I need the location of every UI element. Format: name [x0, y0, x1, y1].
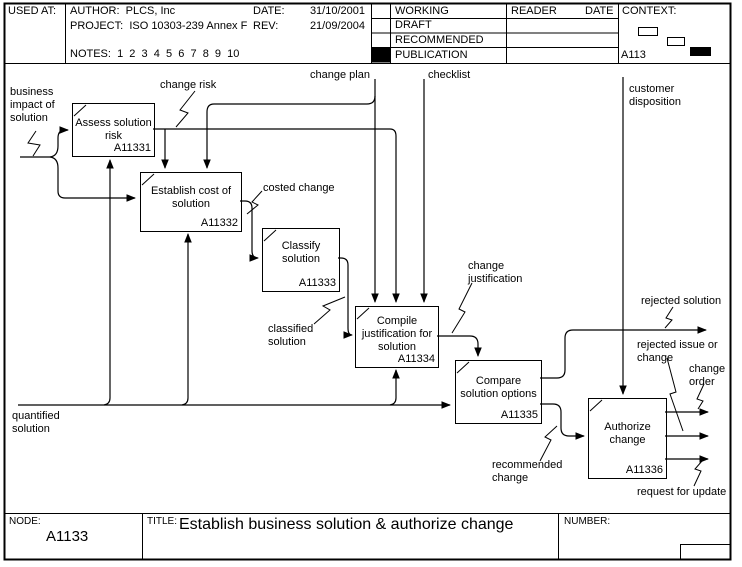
rev-value: 21/09/2004: [309, 20, 365, 32]
node-value: A1133: [46, 528, 89, 545]
label-change-justification: change justification: [468, 260, 523, 285]
activity-label: Establish cost of solution: [150, 185, 232, 210]
label-classified-solution: classified solution: [268, 323, 314, 348]
reader-date-label: DATE: [585, 5, 614, 17]
arrow-quantified-to-compile-bottom: [389, 369, 400, 406]
leader-change-order: [696, 383, 705, 410]
activity-box-establish-cost: Establish cost of solution A11332: [140, 172, 242, 232]
node-label: NODE:: [9, 516, 41, 527]
label-rejected-solution: rejected solution: [641, 295, 722, 307]
activity-box-assess-solution-risk: Assess solution risk A11331: [72, 103, 155, 157]
label-leaders: [27, 90, 705, 487]
date-label: DATE:: [253, 5, 285, 17]
activity-id: A11335: [500, 409, 538, 421]
arrow-quantified-to-establish-bottom: [181, 233, 192, 406]
notes-value: 1 2 3 4 5 6 7 8 9 10: [117, 48, 240, 60]
leader-costed-change: [246, 190, 263, 215]
arrow-change-risk: [153, 128, 400, 303]
label-recommended-change: recommended change: [492, 459, 563, 484]
project-label: PROJECT:: [70, 20, 124, 32]
leader-change-justification: [451, 282, 473, 334]
rev-row: REV: 21/09/2004: [253, 20, 365, 32]
notes-label: NOTES:: [70, 48, 111, 60]
label-rejected-issue-or-change: rejected issue or change: [637, 339, 718, 364]
arrow-change-justification: [437, 335, 482, 357]
notes-row: NOTES: 1 2 3 4 5 6 7 8 9 10: [70, 48, 239, 61]
leader-rejected-issue: [666, 357, 684, 432]
number-label: NUMBER:: [564, 516, 611, 527]
context-node: A113: [621, 49, 646, 61]
date-value: 31/10/2001: [309, 5, 365, 17]
rev-label: REV:: [253, 20, 279, 32]
arrow-rejected-solution: [540, 326, 707, 379]
reader-label: READER: [511, 5, 557, 17]
label-costed-change: costed change: [263, 182, 335, 194]
date-row: DATE: 31/10/2001: [253, 5, 365, 17]
arrow-business-impact-to-establish-cost: [49, 156, 136, 202]
activity-label: Compare solution options: [460, 375, 537, 400]
label-checklist: checklist: [428, 69, 471, 81]
leader-request-for-update: [693, 460, 703, 487]
used-at-label: USED AT:: [8, 5, 57, 17]
label-business-impact: business impact of solution: [10, 86, 55, 124]
publication-status-marker: [372, 48, 390, 63]
leader-rejected-solution: [664, 306, 674, 329]
arrow-quantified-to-assess-bottom: [103, 159, 114, 406]
title-label: TITLE:: [147, 516, 178, 527]
author-row: AUTHOR: PLCS, Inc: [70, 5, 175, 18]
label-request-for-update: request for update: [637, 486, 727, 498]
activity-id: A11332: [200, 217, 238, 229]
label-quantified-solution: quantified solution: [12, 410, 60, 435]
activity-box-authorize-change: Authorize change A11336: [588, 398, 667, 479]
context-label: CONTEXT:: [622, 5, 677, 17]
activity-id: A11331: [113, 142, 151, 154]
status-recommended: RECOMMENDED: [395, 34, 484, 46]
leader-business-impact: [27, 130, 41, 157]
project-row: PROJECT: ISO 10303-239 Annex F: [70, 20, 247, 33]
leader-change-risk: [175, 90, 196, 128]
activity-box-compare-options: Compare solution options A11335: [455, 360, 542, 424]
leader-classified-solution: [313, 296, 346, 325]
label-customer-disposition: customer disposition: [629, 83, 681, 108]
arrow-business-impact-to-assess: [49, 126, 69, 158]
form-grid: [3, 2, 732, 561]
context-thumbnail: [638, 27, 711, 56]
activity-label: Compile justification for solution: [361, 314, 433, 353]
leader-recommended-change: [539, 425, 558, 462]
box-corner-ticks: [73, 104, 603, 412]
status-working: WORKING: [395, 5, 449, 17]
label-change-risk: change risk: [160, 79, 217, 91]
activity-box-classify-solution: Classify solution A11333: [262, 228, 340, 292]
label-change-order: change order: [689, 363, 726, 388]
arrow-costed-change: [240, 200, 259, 262]
arrow-change-plan-branch: [203, 95, 376, 169]
activity-label: Classify solution: [281, 240, 321, 265]
activity-box-compile-justification: Compile justification for solution A1133…: [355, 306, 439, 368]
project-value: ISO 10303-239 Annex F: [129, 20, 248, 32]
author-value: PLCS, Inc: [125, 5, 176, 17]
arrow-classified-solution: [338, 257, 353, 339]
author-label: AUTHOR:: [70, 5, 120, 17]
activity-label: Assess solution risk: [75, 117, 152, 142]
diagram-arrows: [18, 77, 709, 463]
activity-id: A11334: [397, 353, 435, 365]
arrow-recommended-change: [540, 403, 585, 440]
activity-id: A11333: [298, 277, 336, 289]
activity-id: A11336: [625, 464, 663, 476]
activity-label: Authorize change: [604, 420, 651, 446]
title-value: Establish business solution & authorize …: [179, 516, 514, 533]
status-draft: DRAFT: [395, 19, 432, 31]
label-change-plan: change plan: [310, 69, 370, 81]
status-publication: PUBLICATION: [395, 49, 468, 61]
